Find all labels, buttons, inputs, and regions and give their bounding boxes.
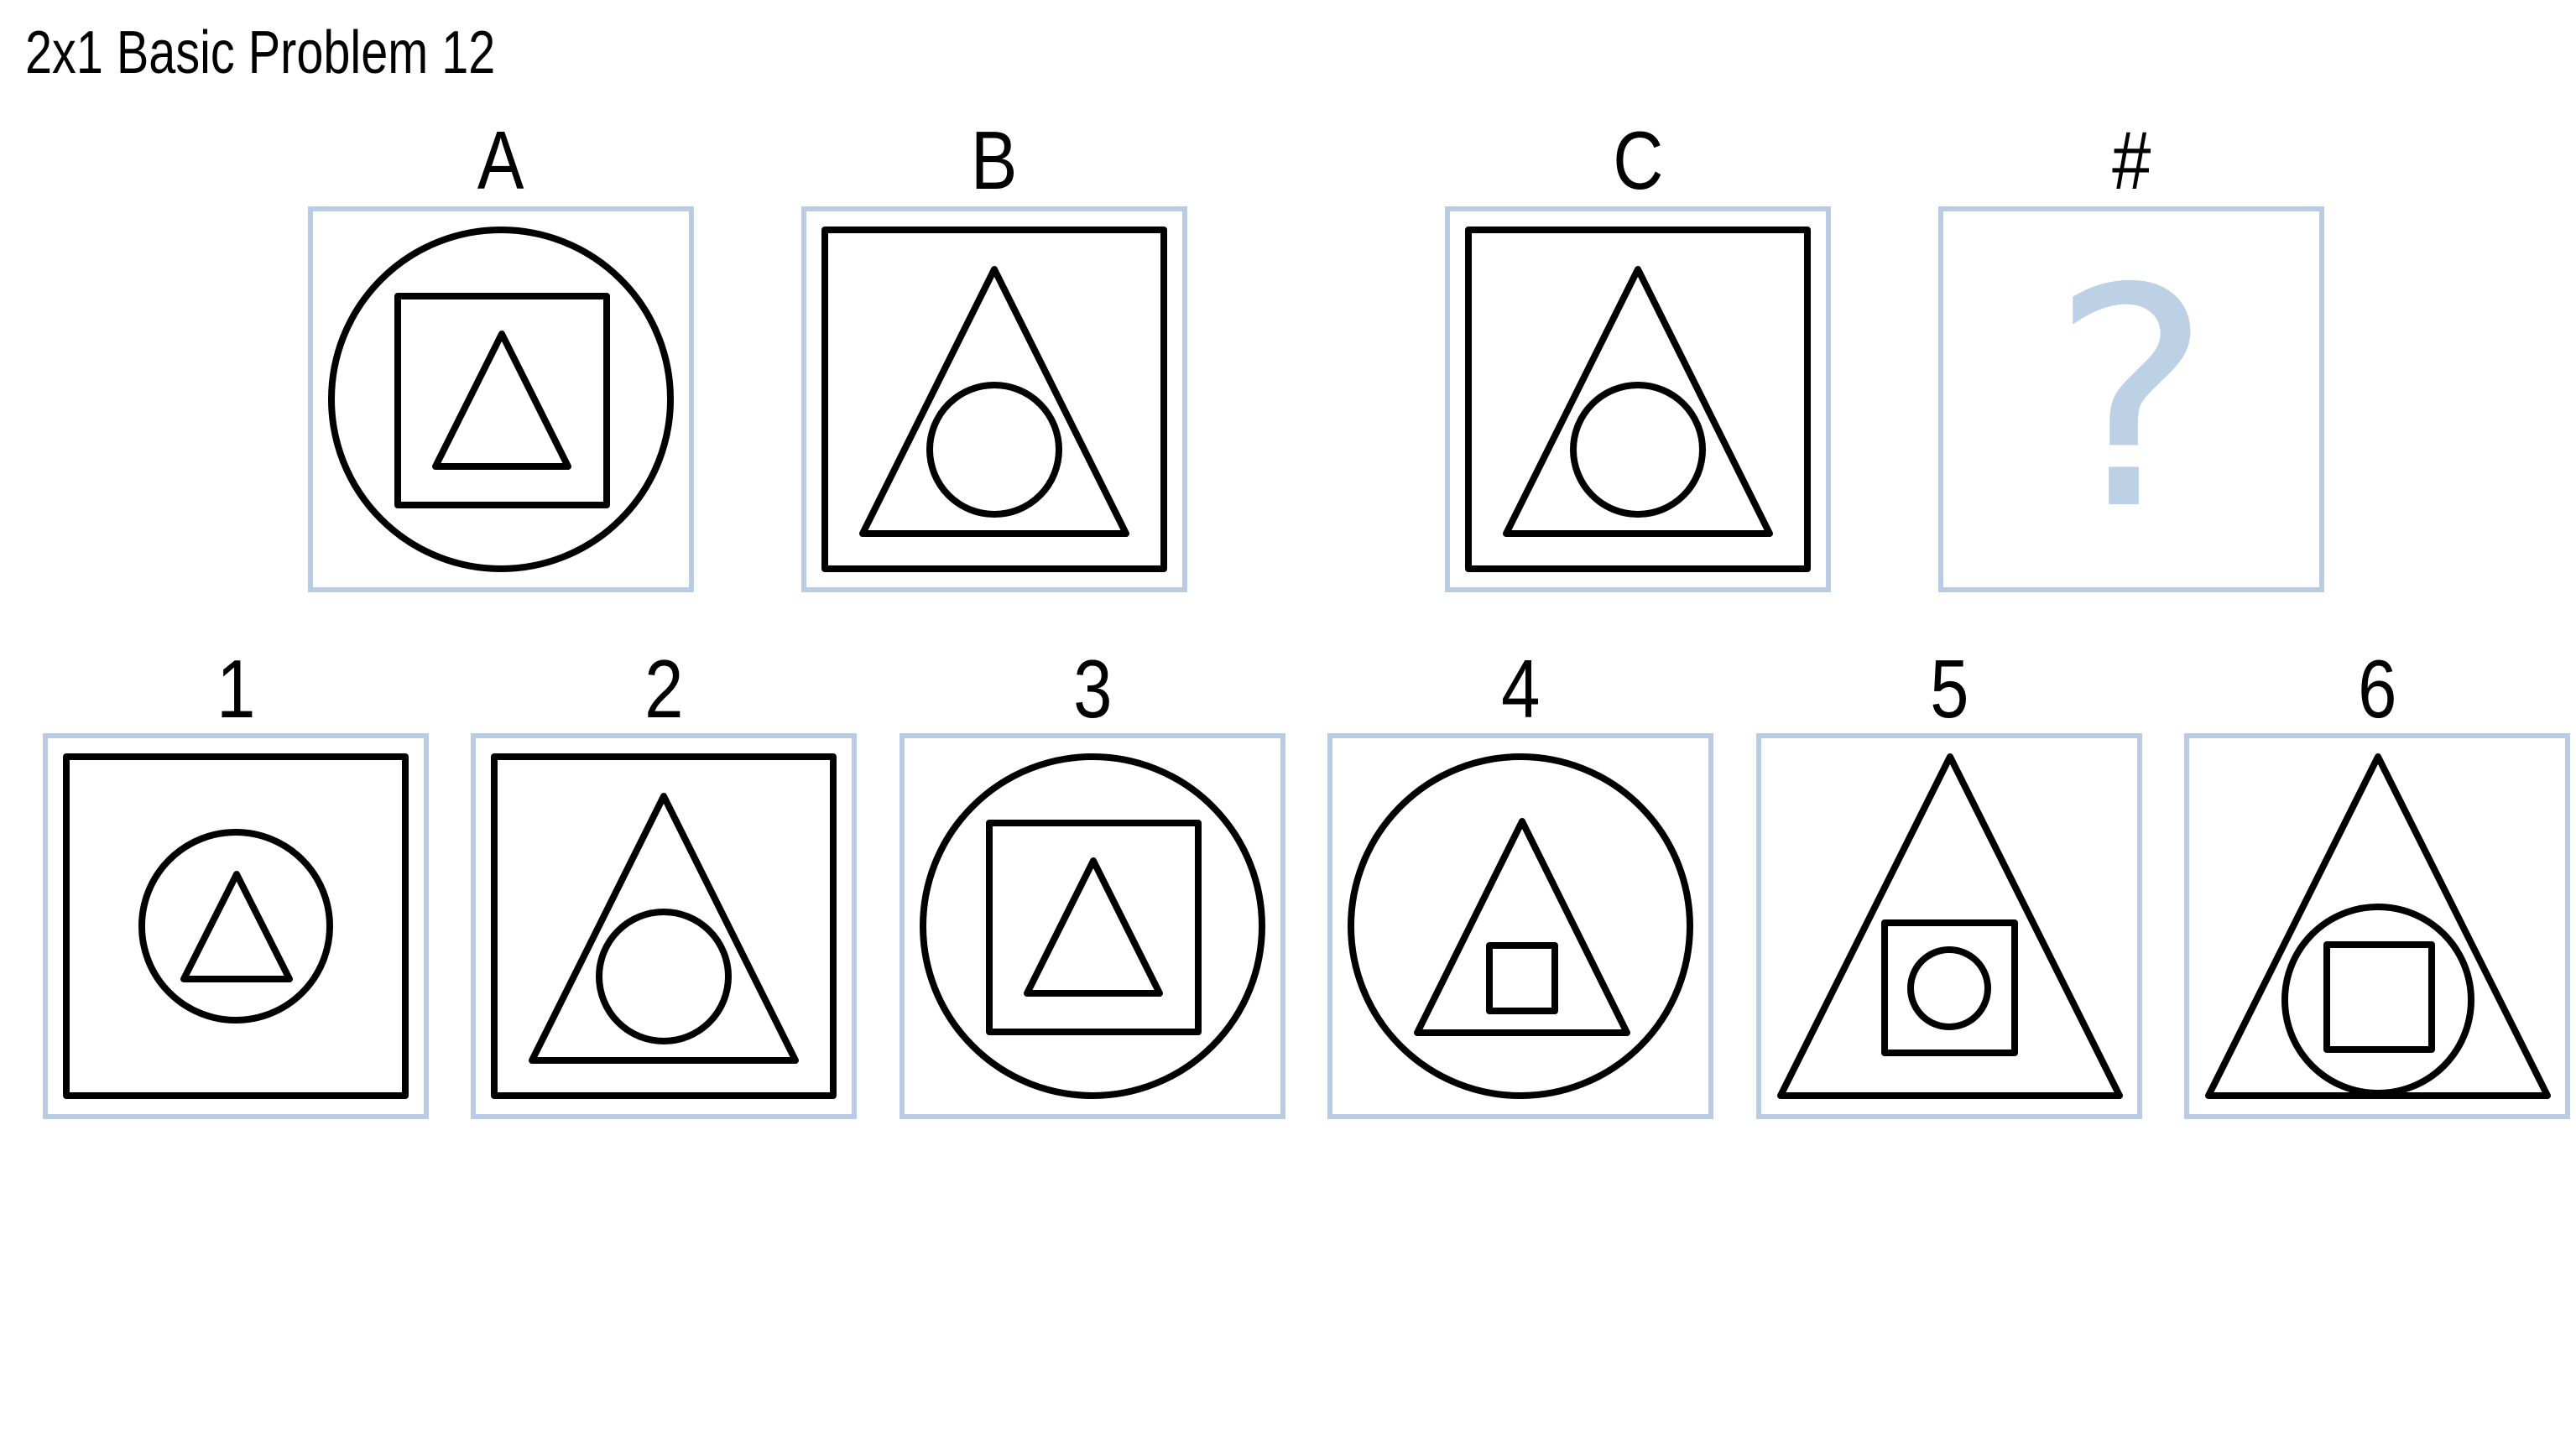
middle-square	[986, 820, 1202, 1035]
figure-answer-2	[491, 753, 837, 1099]
label-answer-4: 4	[1500, 643, 1541, 735]
inner-triangle	[1024, 857, 1163, 997]
panel-c	[1445, 206, 1831, 592]
outer-square	[491, 753, 837, 1099]
middle-triangle	[859, 266, 1129, 537]
inner-square	[1486, 942, 1558, 1014]
figure-b	[821, 227, 1167, 572]
figure-c	[1465, 227, 1811, 572]
label-answer-6: 6	[2357, 643, 2397, 735]
label-c: C	[1612, 114, 1664, 206]
middle-triangle	[1503, 266, 1773, 537]
figure-a	[328, 227, 674, 572]
question-mark: ?	[2051, 223, 2212, 576]
answer-option-5[interactable]	[1756, 733, 2142, 1119]
inner-square	[2323, 941, 2435, 1053]
panel-b	[801, 206, 1187, 592]
label-unknown: #	[2111, 114, 2151, 206]
inner-circle	[596, 909, 732, 1044]
inner-circle	[1570, 382, 1706, 518]
label-answer-2: 2	[644, 643, 684, 735]
figure-answer-4	[1348, 753, 1693, 1099]
label-answer-1: 1	[216, 643, 256, 735]
answer-option-4[interactable]	[1327, 733, 1713, 1119]
inner-circle	[926, 382, 1062, 518]
inner-circle	[1907, 946, 1991, 1030]
answer-option-1[interactable]	[43, 733, 429, 1119]
outer-square	[63, 753, 409, 1099]
figure-answer-5	[1777, 753, 2123, 1099]
outer-circle	[1348, 753, 1693, 1099]
label-b: B	[971, 114, 1018, 206]
outer-circle	[920, 753, 1265, 1099]
label-a: A	[477, 114, 524, 206]
outer-triangle	[1777, 753, 2123, 1099]
middle-triangle	[1414, 818, 1630, 1036]
label-answer-5: 5	[1929, 643, 1969, 735]
inner-triangle	[180, 871, 293, 982]
outer-square	[821, 227, 1167, 572]
figure-answer-1	[63, 753, 409, 1099]
middle-square	[394, 293, 610, 508]
figure-answer-3	[920, 753, 1265, 1099]
middle-circle	[2281, 904, 2474, 1096]
middle-triangle	[529, 793, 799, 1064]
inner-triangle	[432, 331, 571, 470]
answer-option-6[interactable]	[2184, 733, 2570, 1119]
outer-circle	[328, 227, 674, 572]
outer-square	[1465, 227, 1811, 572]
answer-option-3[interactable]	[900, 733, 1285, 1119]
panel-a	[308, 206, 694, 592]
middle-circle	[138, 829, 333, 1023]
answer-option-2[interactable]	[471, 733, 857, 1119]
label-answer-3: 3	[1072, 643, 1113, 735]
page-title: 2x1 Basic Problem 12	[25, 19, 496, 86]
outer-triangle	[2205, 753, 2551, 1099]
figure-answer-6	[2205, 753, 2551, 1099]
panel-unknown: ?	[1938, 206, 2324, 592]
middle-square	[1881, 919, 2018, 1056]
